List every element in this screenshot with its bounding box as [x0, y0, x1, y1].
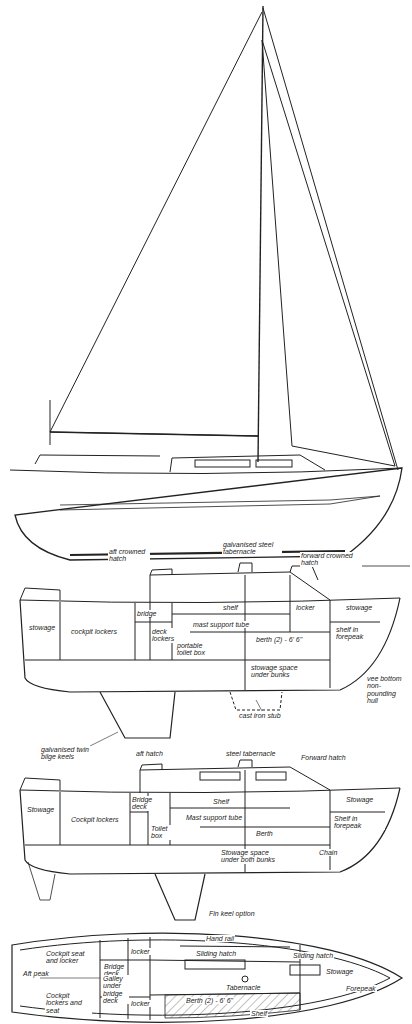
part-label: Toilet box [150, 825, 172, 840]
part-label: bridge [136, 610, 157, 617]
part-label: Cockpit lockers and seat [45, 992, 92, 1014]
part-label: portable toilet box [176, 642, 210, 657]
part-label: Sliding hatch [292, 952, 334, 959]
part-label: Berth (2) - 6' 6" [185, 997, 234, 1004]
part-label: vee bottom non-pounding hull [366, 675, 408, 704]
part-label: Berth [255, 830, 274, 837]
part-label: stowage space under bunks [250, 664, 312, 679]
part-label: cast iron stub [238, 712, 282, 719]
part-label: Forward hatch [300, 754, 347, 761]
part-label: Fin keel option [208, 910, 256, 917]
part-label: aft hatch [135, 750, 164, 757]
part-label: berth (2) - 6' 6" [255, 636, 303, 643]
part-label: Stowage [26, 806, 55, 813]
part-label: Stowage [325, 968, 354, 975]
part-label: locker [295, 604, 316, 611]
part-label: Shelf [212, 798, 230, 805]
part-label: Sliding hatch [195, 950, 237, 957]
part-label: shelf in forepeak [335, 626, 379, 641]
part-label: Tabernacle [225, 984, 261, 991]
part-label: forward crowned hatch [300, 552, 362, 567]
part-label: Galley under bridge deck [102, 975, 129, 1004]
part-label: deck lockers [151, 628, 173, 643]
part-label: Forepeak [345, 985, 377, 992]
part-label: shelf [222, 604, 239, 611]
part-label: galvanised twin bilge keels [40, 746, 102, 761]
part-label: stowage [345, 604, 373, 611]
part-label: aft crowned hatch [108, 548, 150, 563]
part-label: Cockpit lockers [70, 816, 119, 823]
part-label: steel tabernacle [225, 750, 276, 757]
part-label: Hand rail [205, 935, 235, 942]
part-label: cockpit lockers [70, 628, 118, 635]
part-label: galvanised steel tabernacle [222, 541, 282, 556]
part-label: Chain [318, 849, 338, 856]
part-label: Stowage [345, 796, 374, 803]
part-label: Aft peak [22, 970, 50, 977]
part-label: Bridge deck [131, 796, 149, 811]
part-label: mast support tube [192, 621, 250, 628]
part-label: Stowage space under both bunks [220, 849, 284, 864]
part-label: stowage [28, 624, 56, 631]
part-label: Mast support tube [185, 814, 243, 821]
part-label: locker [130, 948, 151, 955]
part-label: Shelf in forepeak [333, 815, 385, 830]
part-label: Shelf [250, 1010, 268, 1017]
part-label: Cockpit seat and locker [45, 950, 92, 965]
part-label: locker [130, 1000, 151, 1007]
